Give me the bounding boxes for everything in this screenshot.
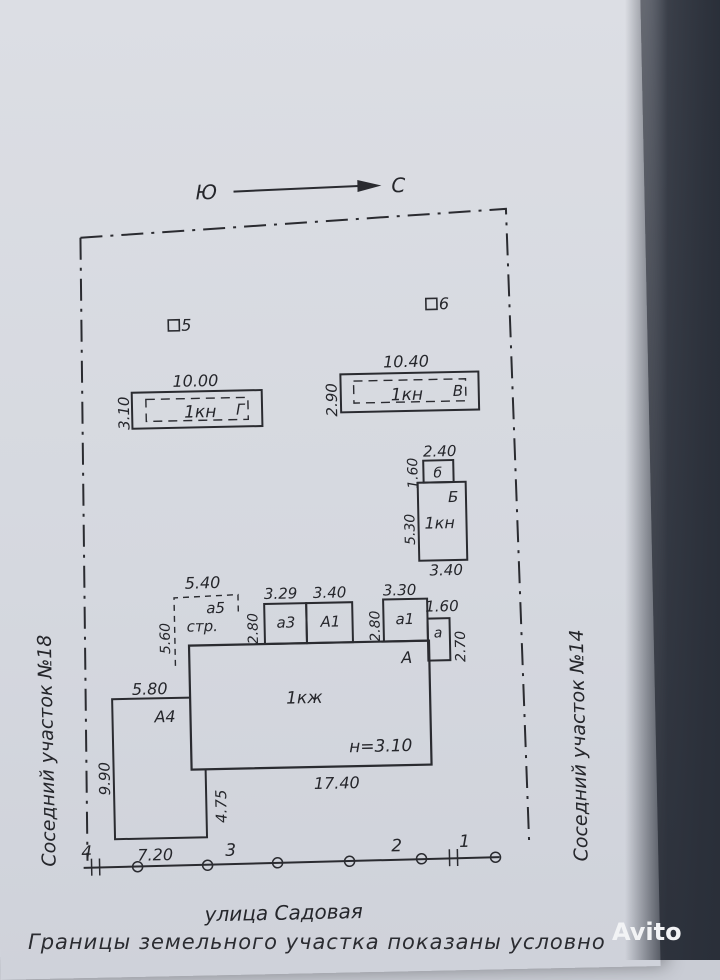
annex-a5-usage: стр. bbox=[186, 617, 218, 636]
building-v-usage: 1кн bbox=[391, 385, 424, 406]
building-v-width: 2.90 bbox=[323, 383, 342, 417]
annex-a5-width: 5.40 bbox=[185, 573, 221, 593]
building-b-width: 3.40 bbox=[429, 561, 463, 580]
orientation-arrow-head bbox=[357, 179, 381, 191]
main-house-usage: 1кж bbox=[286, 688, 323, 709]
annex-a1-small-width: 3.30 bbox=[383, 581, 417, 600]
porch-a-letter: а bbox=[434, 625, 443, 641]
building-b-small-length: 1.60 bbox=[405, 457, 422, 489]
plot-boundary-top-right bbox=[80, 209, 529, 856]
building-b-small-letter: б bbox=[433, 465, 442, 481]
building-g-length: 10.00 bbox=[172, 371, 218, 391]
porch-a-length: 2.70 bbox=[453, 630, 470, 662]
building-g-letter: Г bbox=[236, 400, 246, 418]
main-house-letter: А bbox=[400, 648, 412, 667]
annex-a1-small-letter: а1 bbox=[395, 610, 414, 628]
annex-a3-width: 3.29 bbox=[264, 584, 298, 603]
orientation-arrow-line bbox=[233, 186, 361, 192]
orientation-north: С bbox=[391, 173, 405, 197]
main-house-length: 17.40 bbox=[314, 773, 360, 793]
footer-note: Границы земельного участка показаны усло… bbox=[28, 930, 606, 954]
annex-a4-bottom: 7.20 bbox=[137, 845, 173, 865]
annex-a5-length: 5.60 bbox=[158, 623, 175, 655]
neighbor-right: Соседний участок №14 bbox=[566, 629, 593, 861]
point-1: 1 bbox=[459, 832, 470, 852]
building-b-length: 5.30 bbox=[402, 514, 419, 546]
annex-a1-width: 3.40 bbox=[313, 583, 347, 602]
watermark-logo: Avito bbox=[612, 918, 682, 946]
building-v-letter: В bbox=[453, 382, 464, 400]
point-5-label: 5 bbox=[181, 315, 192, 334]
orientation-south: Ю bbox=[195, 180, 217, 204]
annex-a4-extra: 4.75 bbox=[212, 789, 231, 823]
annex-a5-letter: а5 bbox=[206, 599, 225, 617]
building-b-usage: 1кн bbox=[424, 513, 455, 533]
building-g-usage: 1кн bbox=[184, 402, 217, 423]
building-b-small-width: 2.40 bbox=[423, 442, 457, 461]
building-b-letter: Б bbox=[448, 488, 459, 506]
neighbor-left: Соседний участок №18 bbox=[34, 634, 61, 866]
porch-a-width: 1.60 bbox=[425, 597, 459, 616]
annex-a4-length: 9.90 bbox=[95, 762, 114, 796]
plot-boundary-left bbox=[74, 238, 93, 861]
point-6-marker bbox=[426, 298, 437, 309]
building-v-length: 10.40 bbox=[383, 352, 429, 372]
building-g-width: 3.10 bbox=[115, 396, 134, 430]
point-2: 2 bbox=[391, 836, 402, 856]
point-6-label: 6 bbox=[439, 294, 450, 313]
annex-a1-letter: А1 bbox=[319, 612, 340, 630]
point-3: 3 bbox=[225, 841, 236, 861]
point-4: 4 bbox=[81, 843, 92, 863]
annex-a1-small-length: 2.80 bbox=[367, 610, 384, 642]
street-name: улица Садовая bbox=[203, 899, 363, 926]
annex-a3-letter: а3 bbox=[276, 613, 295, 631]
annex-a3-length: 2.80 bbox=[245, 613, 262, 645]
site-plan: Ю С Соседний участок №18 Соседний участо… bbox=[0, 0, 720, 960]
annex-a4-letter: А4 bbox=[153, 707, 176, 726]
main-house-height: н=3.10 bbox=[349, 736, 413, 757]
annex-a4-width: 5.80 bbox=[132, 679, 168, 699]
point-5-marker bbox=[168, 320, 179, 331]
